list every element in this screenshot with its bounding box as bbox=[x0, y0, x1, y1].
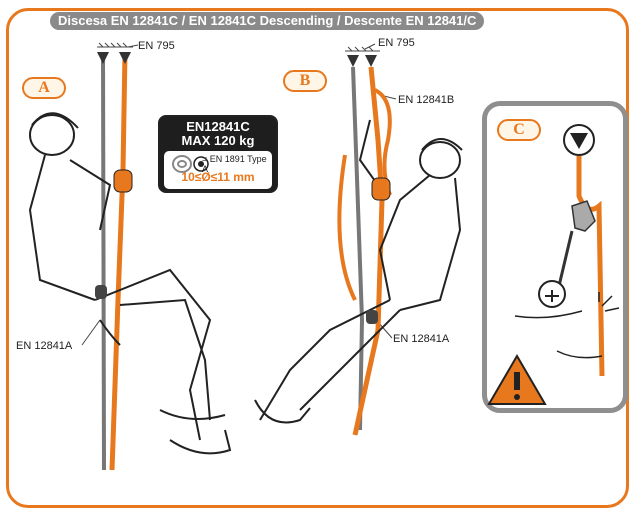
panel-c-illustration bbox=[487, 106, 623, 408]
rope-grey-b bbox=[353, 67, 362, 430]
spec-inner: = EN 1891 Type A 10≤Ø≤11 mm bbox=[164, 151, 272, 189]
rope-orange-a bbox=[112, 52, 125, 470]
spec-max-load: MAX 120 kg bbox=[160, 134, 276, 148]
spec-standard: EN12841C bbox=[160, 120, 276, 134]
spec-box: EN12841C MAX 120 kg = EN 1891 Type A 10≤… bbox=[158, 115, 278, 193]
rope-grey-a bbox=[103, 52, 104, 470]
rope-orange-c bbox=[579, 156, 602, 376]
descender-device-a bbox=[95, 170, 132, 299]
spec-diameter: 10≤Ø≤11 mm bbox=[164, 170, 272, 184]
anchor-icon bbox=[97, 43, 133, 47]
panel-c: C bbox=[482, 101, 628, 413]
